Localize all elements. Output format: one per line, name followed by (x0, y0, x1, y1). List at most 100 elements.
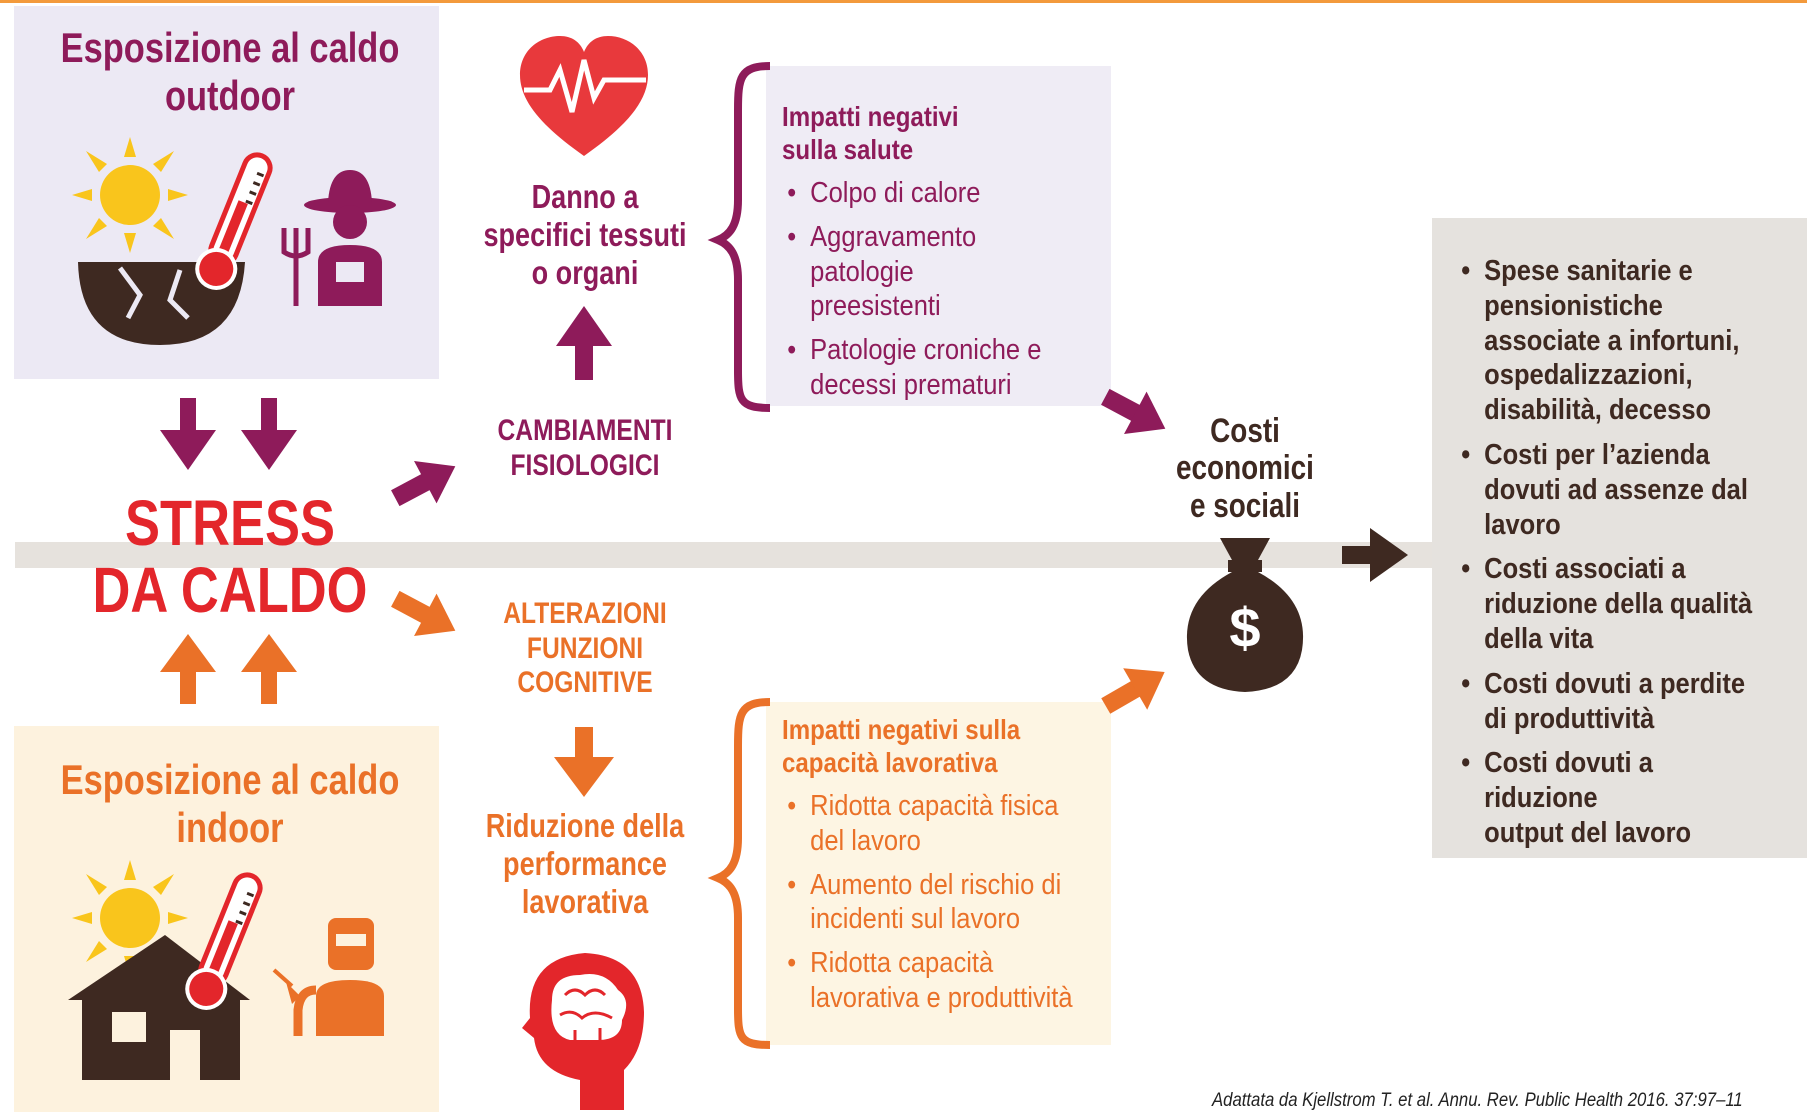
brain-head-icon (522, 953, 644, 1110)
bullet: • (787, 790, 797, 823)
down-arrow-left (160, 398, 216, 470)
welder-icon (272, 918, 384, 1036)
bullet: • (787, 947, 797, 980)
health-impacts-list: •Colpo di calore •Aggravamento patologie… (782, 176, 1122, 403)
perf-line1: Riduzione della (485, 807, 685, 844)
perf-line2: performance (503, 844, 667, 882)
performance-reduction-label: Riduzione della performance lavorativa (466, 807, 704, 921)
work-title-line1: Impatti negativi sulla (782, 714, 1021, 745)
work-impacts-title: Impatti negativi sulla capacità lavorati… (782, 713, 1074, 779)
item-line: lavorativa e produttività (810, 982, 1073, 1015)
health-impacts-box (766, 66, 1111, 406)
physio-line1: CAMBIAMENTI (497, 414, 673, 447)
item-line: Aggravamento patologie (810, 220, 977, 288)
item-line: Costi per l’azienda (1484, 438, 1710, 471)
work-brace (707, 698, 771, 1049)
heart-pulse-icon (520, 36, 648, 156)
costs-label-line3: e sociali (1189, 486, 1301, 525)
damage-line2: specifici tessuti (483, 215, 687, 253)
cognitive-line3: COGNITIVE (517, 666, 653, 699)
physio-line2: FISIOLOGICI (510, 448, 660, 482)
damage-line3: o organi (531, 253, 639, 291)
up-arrow-right (241, 634, 297, 704)
item-line: preesistenti (810, 290, 941, 323)
outdoor-title-line2: outdoor (164, 72, 296, 120)
farmer-icon (281, 170, 396, 306)
item-line: Costi associati a (1484, 553, 1686, 586)
item-line: della vita (1484, 622, 1594, 655)
costs-label-line1: Costi (1210, 412, 1280, 450)
item-line: Ridotta capacità fisica (810, 790, 1059, 823)
costs-label-line2: economici (1176, 449, 1314, 488)
down-arrow-performance (554, 727, 614, 797)
diagonal-arrow-physio (391, 460, 456, 507)
cognitive-line2: FUNZIONI (526, 631, 644, 665)
right-arrow-costs (1342, 528, 1408, 582)
stress-title-line1: STRESS (125, 487, 335, 559)
item-line: di produttività (1484, 702, 1655, 735)
work-impacts-content: Impatti negativi sulla capacità lavorati… (782, 713, 1122, 1025)
item-line: del lavoro (810, 824, 921, 857)
item-line: pensionistiche (1484, 289, 1663, 322)
cognitive-alterations-label: ALTERAZIONI FUNZIONI COGNITIVE (474, 597, 695, 701)
diagonal-arrow-health-costs (1101, 388, 1166, 435)
top-rule (0, 0, 1807, 3)
physiological-changes-label: CAMBIAMENTI FISIOLOGICI (474, 414, 695, 483)
item-line: Patologie croniche e (810, 334, 1042, 367)
cognitive-line1: ALTERAZIONI (503, 597, 667, 630)
item-line: incidenti sul lavoro (810, 903, 1021, 936)
perf-line3: lavorativa (521, 882, 649, 920)
source-citation: Adattata da Kjellstrom T. et al. Annu. R… (1212, 1090, 1743, 1111)
outdoor-exposure-title: Esposizione al caldo outdoor (50, 24, 411, 121)
indoor-title-line2: indoor (176, 804, 284, 852)
bullet: • (1461, 667, 1471, 700)
house-icon (68, 935, 250, 1080)
item-line: associate a infortuni, (1484, 324, 1740, 357)
item-line: riduzione della qualità (1484, 588, 1753, 621)
up-arrow-damage (556, 306, 612, 380)
health-title-line1: Impatti negativi (782, 101, 959, 132)
item-line: Colpo di calore (810, 177, 981, 210)
indoor-title-line1: Esposizione al caldo (60, 756, 400, 803)
item-line: ospedalizzazioni, (1484, 359, 1693, 392)
indoor-exposure-title: Esposizione al caldo indoor (50, 756, 411, 853)
down-arrow-right (241, 398, 297, 470)
item-line: output del lavoro (1484, 816, 1692, 849)
work-title-line2: capacità lavorativa (782, 747, 998, 779)
diagonal-arrow-cognitive (391, 590, 456, 637)
stress-title-line2: DA CALDO (92, 554, 368, 627)
health-impacts-title: Impatti negativi sulla salute (782, 100, 1074, 166)
economic-social-costs-label: Costi economici e sociali (1147, 412, 1344, 525)
bullet: • (1461, 553, 1471, 586)
item-line: lavoro (1484, 508, 1561, 541)
item-line: decessi prematuri (810, 369, 1012, 402)
list-item: •Colpo di calore (782, 176, 1081, 211)
work-impacts-box (766, 702, 1111, 1045)
diagonal-arrow-work-costs (1101, 668, 1165, 714)
damage-line1: Danno a (531, 178, 639, 215)
item-line: Costi dovuti a perdite (1484, 667, 1746, 700)
organ-damage-label: Danno a specifici tessuti o organi (466, 178, 704, 292)
dollar-sign: $ (1229, 596, 1261, 659)
bullet: • (1461, 747, 1471, 780)
bullet: • (787, 334, 797, 367)
bullet: • (1461, 255, 1471, 287)
costs-list-box (1432, 218, 1807, 858)
health-impacts-content: Impatti negativi sulla salute •Colpo di … (782, 100, 1122, 412)
center-band (15, 542, 1445, 568)
outdoor-title-line1: Esposizione al caldo (60, 24, 400, 71)
item-line: Spese sanitarie e (1484, 255, 1693, 287)
item-line: Ridotta capacità (810, 947, 994, 980)
item-line: Costi dovuti a riduzione (1484, 747, 1653, 815)
